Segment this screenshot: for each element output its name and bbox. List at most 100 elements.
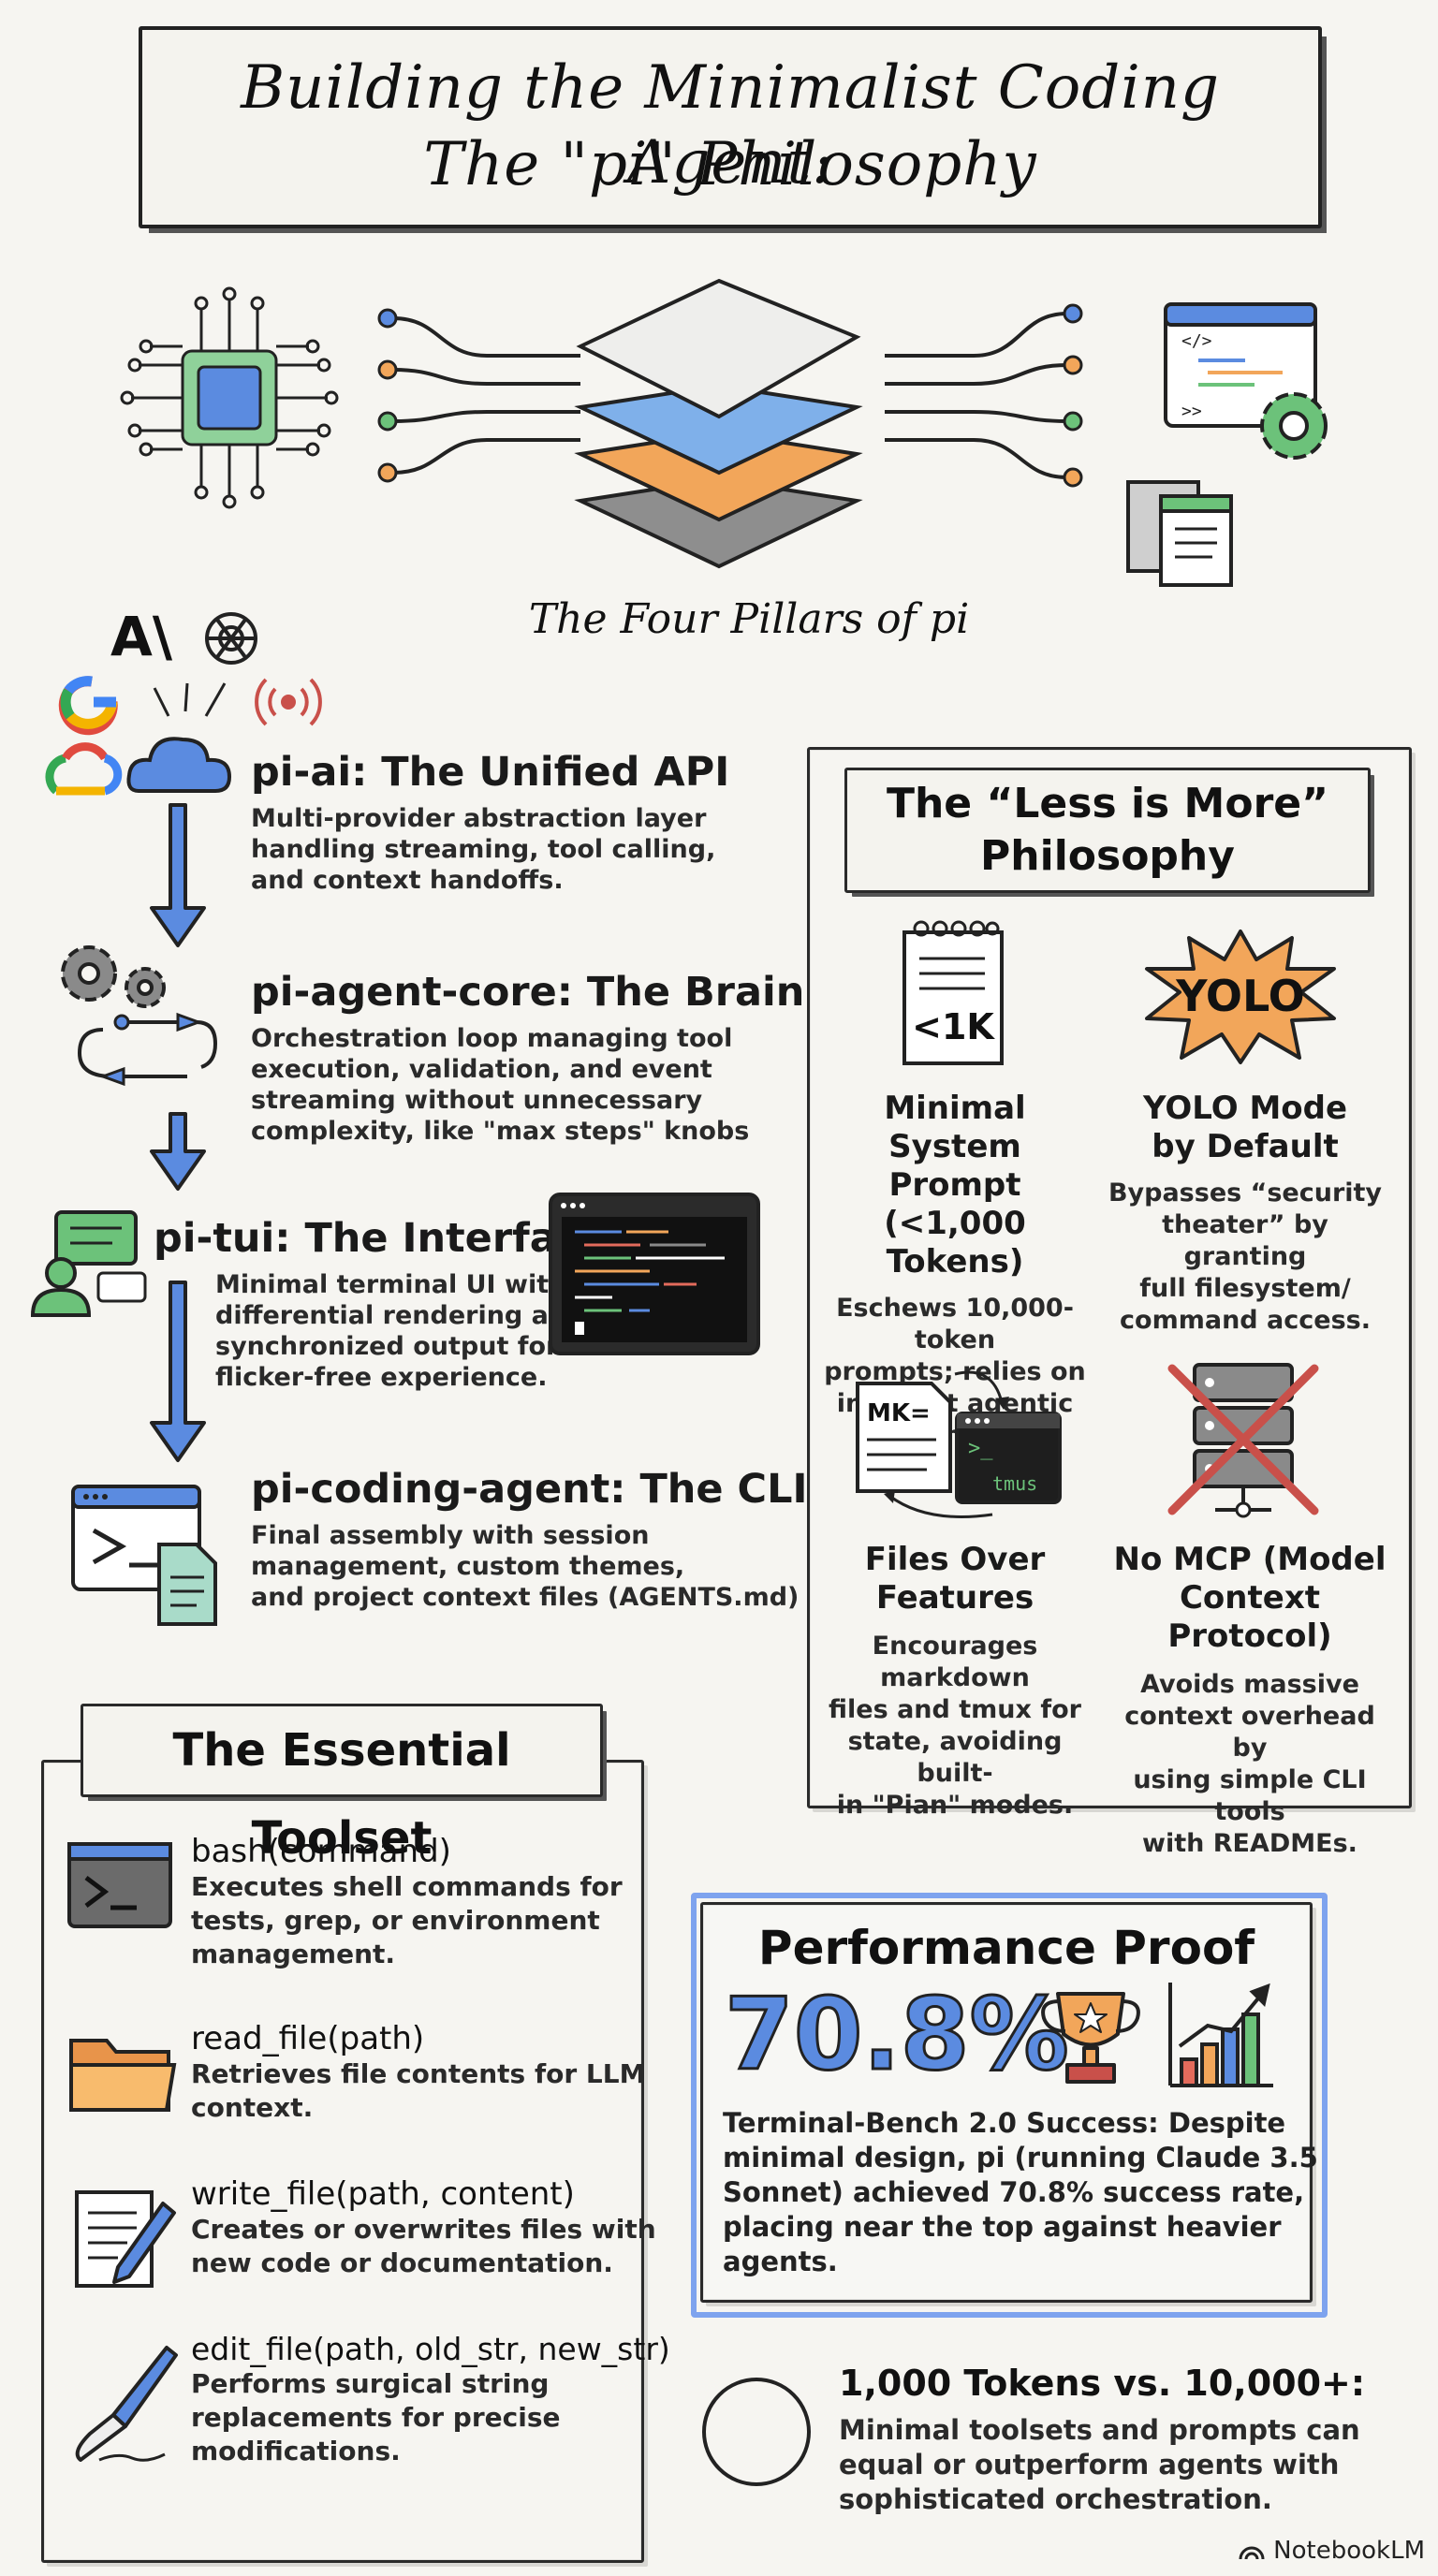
no-server-icon <box>1167 1363 1319 1518</box>
gear-icon <box>1260 392 1328 460</box>
philosophy-item-desc: command access. <box>1120 1306 1371 1335</box>
philosophy-item-desc: full filesystem/ <box>1139 1274 1351 1303</box>
philosophy-item-desc: theater” by granting <box>1162 1210 1328 1271</box>
tool-desc-line: management. <box>191 1939 396 1969</box>
openai-logo-icon <box>205 612 257 665</box>
flow-arrows <box>150 803 206 1462</box>
pillar-desc-line: execution, validation, and event <box>251 1055 712 1084</box>
tool-desc-line: Creates or overwrites files with <box>191 2214 656 2245</box>
philosophy-item-desc: Encourages markdown <box>872 1632 1038 1692</box>
tmux-label: tmus <box>992 1472 1037 1495</box>
down-arrow-icon <box>150 1112 206 1191</box>
trophy-icon <box>1041 1992 1140 2084</box>
notebooklm-logo-icon <box>1239 2546 1265 2560</box>
code-window-icon: </> >> <box>1164 302 1317 428</box>
tool-desc-line: tests, grep, or environment <box>191 1905 600 1936</box>
pillar-desc-line: differential rendering and <box>215 1301 585 1330</box>
google-cloud-icon <box>45 742 123 796</box>
brain-icons <box>61 945 218 1087</box>
performance-panel: Performance Proof <box>700 1902 1313 2303</box>
philosophy-item-desc: Eschews 10,000-token <box>836 1294 1074 1354</box>
toolset-title-box: The Essential Toolset <box>81 1704 603 1865</box>
tool-name: read_file(path) <box>191 2020 425 2057</box>
circle-icon <box>702 2378 811 2486</box>
pillar-desc-line: Minimal terminal UI with <box>215 1270 567 1299</box>
pillar-desc-line: synchronized output for <box>215 1332 559 1361</box>
svg-text:</>: </> <box>1181 331 1212 351</box>
performance-desc-line: minimal design, pi (running Claude 3.5 <box>723 2142 1318 2174</box>
svg-text:>>: >> <box>1181 402 1202 421</box>
pillar-desc-line: and project context files (AGENTS.md) <box>251 1583 800 1612</box>
performance-desc-line: placing near the top against heavier <box>723 2211 1282 2243</box>
philosophy-item-title: Prompt (<1,000 <box>884 1166 1026 1242</box>
pillar-title: pi-ai: The Unified API <box>251 749 730 796</box>
page-title-line1: Building the Minimalist Coding Agent: <box>241 53 1220 198</box>
philosophy-item-desc: state, avoiding built- <box>847 1727 1063 1788</box>
bar-growth-icon <box>1168 1983 1273 2087</box>
pillar-desc-line: and context handoffs. <box>251 866 564 895</box>
philosophy-item-title: Minimal System <box>884 1090 1026 1165</box>
philosophy-item-desc: files and tmux for <box>829 1695 1081 1724</box>
philosophy-item-desc: prompts; relies on <box>824 1357 1086 1386</box>
folder-icon <box>69 2039 177 2112</box>
pillar-desc-line: flicker-free experience. <box>215 1363 548 1392</box>
yolo-label: YOLO <box>1175 971 1305 1021</box>
down-arrow-icon <box>150 803 206 947</box>
pillar-desc-line: complexity, like "max steps" knobs <box>251 1117 750 1146</box>
philosophy-item-desc: using simple CLI tools <box>1133 1765 1367 1826</box>
loop-icon <box>77 1020 218 1078</box>
chat-user-icon <box>30 1210 147 1317</box>
tool-name: edit_file(path, old_str, new_str) <box>191 2331 670 2367</box>
title-box: Building the Minimalist Coding Agent: Th… <box>139 26 1322 228</box>
philosophy-title-line1: The “Less is More” <box>886 780 1329 827</box>
write-document-icon <box>75 2190 176 2288</box>
page-title-line2: The "pi" Philosophy <box>423 130 1037 199</box>
philosophy-item-title: Context Protocol) <box>1167 1579 1332 1655</box>
performance-desc-line: agents. <box>723 2246 838 2277</box>
philosophy-item-title: Files Over <box>864 1541 1046 1578</box>
brand-label: NotebookLM <box>1273 2537 1425 2565</box>
yolo-burst-icon: YOLO <box>1145 929 1336 1064</box>
performance-panel-outline <box>691 1893 1328 2318</box>
notepad-label: <1K <box>912 1006 995 1047</box>
pillars-label: The Four Pillars of pi <box>528 595 970 643</box>
tool-name: write_file(path, content) <box>191 2175 575 2213</box>
pillar-title: pi-agent-core: The Brain <box>251 969 805 1016</box>
notepad-icon: <1K <box>902 920 1004 1065</box>
pillar-desc-line: streaming without unnecessary <box>251 1086 703 1115</box>
tool-desc-line: Performs surgical string <box>191 2368 550 2399</box>
scalpel-icon <box>75 2346 178 2462</box>
philosophy-item-title: YOLO Mode <box>1142 1090 1348 1127</box>
layers-stack-icon <box>574 278 863 569</box>
toolset-title: The Essential Toolset <box>172 1724 511 1865</box>
cloud-icon <box>126 737 232 793</box>
tokens-desc-line: equal or outperform agents with <box>839 2449 1340 2481</box>
google-logo-icon <box>58 676 118 736</box>
philosophy-item-title: No MCP (Model <box>1113 1541 1387 1578</box>
tool-desc-line: modifications. <box>191 2436 401 2466</box>
down-arrow-icon <box>150 1281 206 1462</box>
philosophy-item-desc: Avoids massive <box>1140 1670 1359 1699</box>
tool-desc-line: Retrieves file contents for LLM <box>191 2058 646 2089</box>
pillar-desc-line: handling streaming, tool calling, <box>251 835 716 864</box>
pillar-title: pi-tui: The Interface <box>154 1215 609 1262</box>
terminal-icon <box>67 1842 172 1928</box>
tool-name: bash(command) <box>191 1833 451 1870</box>
chip-icon <box>120 286 339 509</box>
brand-watermark: NotebookLM <box>1238 2537 1425 2565</box>
tool-desc-line: context. <box>191 2092 314 2123</box>
philosophy-title-box: The “Less is More” Philosophy <box>844 768 1371 893</box>
tool-desc-line: replacements for precise <box>191 2402 561 2433</box>
cli-window-icon <box>71 1485 217 1626</box>
philosophy-item-title: Tokens) <box>886 1243 1024 1281</box>
tokens-title: 1,000 Tokens vs. 10,000+: <box>839 2363 1366 2404</box>
performance-desc-line: Sonnet) achieved 70.8% success rate, <box>723 2176 1305 2208</box>
performance-icons <box>1041 1983 1273 2087</box>
files-tmux-icon: MK= >_ tmus <box>856 1370 1062 1518</box>
philosophy-panel <box>807 747 1412 1808</box>
pillar-desc-line: Orchestration loop managing tool <box>251 1024 733 1053</box>
pillar-desc-line: Final assembly with session <box>251 1521 650 1550</box>
documents-icon <box>1126 480 1233 587</box>
philosophy-item-desc: in "Pian" modes. <box>836 1791 1074 1820</box>
terminal-window-icon <box>549 1193 760 1355</box>
